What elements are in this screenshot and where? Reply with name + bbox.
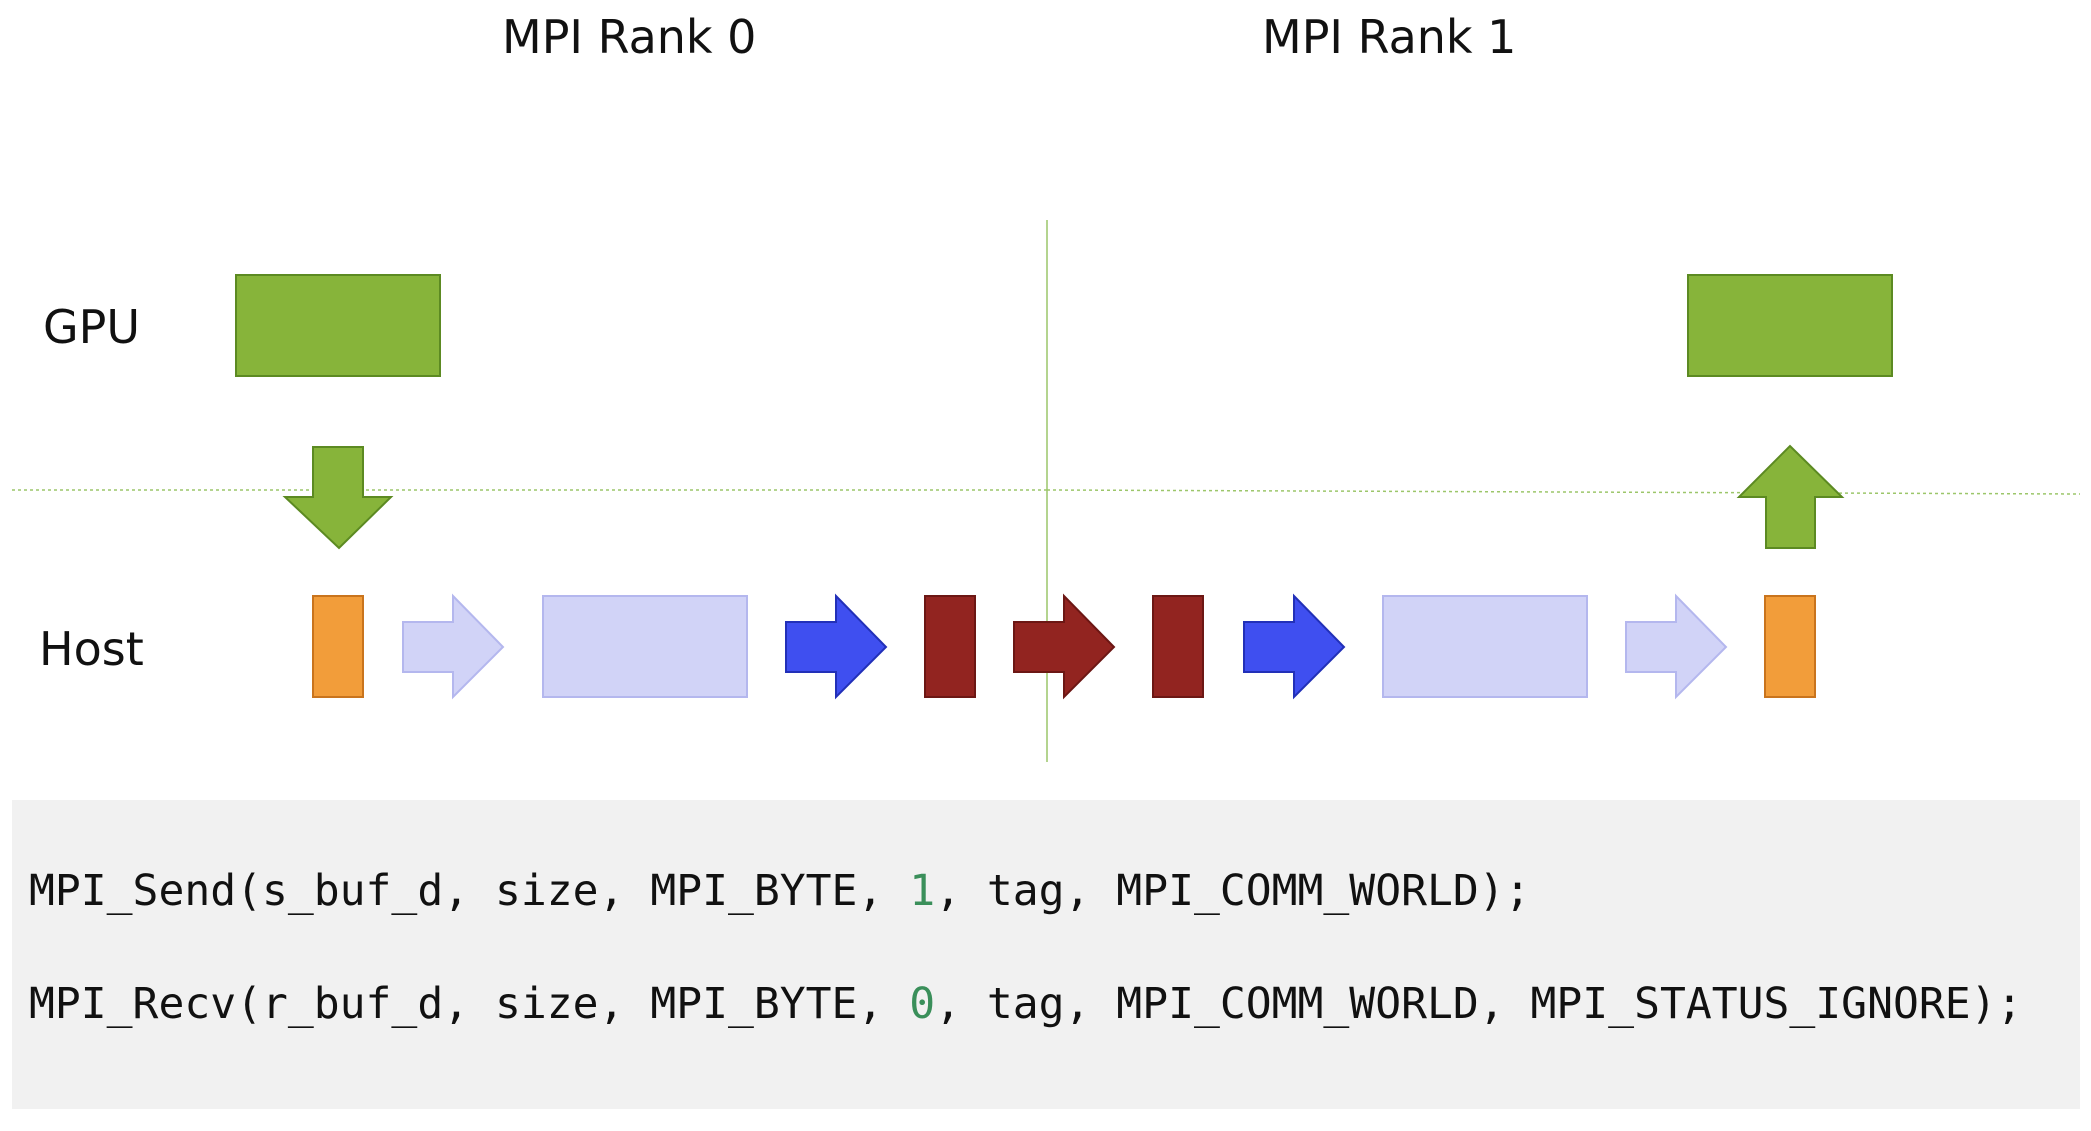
blue-arrow-rank1 xyxy=(1243,593,1346,700)
host-staging-buffer-rank1 xyxy=(1764,595,1816,698)
code-panel: MPI_Send(s_buf_d, size, MPI_BYTE, 1, tag… xyxy=(12,800,2080,1109)
recv-code-prefix: MPI_Recv(r_buf_d, size, MPI_BYTE, xyxy=(29,979,910,1029)
send-dest-rank: 1 xyxy=(909,866,936,916)
gpu-host-transfer-diagram xyxy=(12,220,2081,762)
mpi-recv-code-line: MPI_Recv(r_buf_d, size, MPI_BYTE, 0, tag… xyxy=(29,979,2022,1029)
gpu-row-label: GPU xyxy=(43,300,141,354)
copy-arrow-rank1 xyxy=(1625,593,1728,700)
pinned-buffer-rank0 xyxy=(542,595,748,698)
down-arrow-gpu-to-host xyxy=(282,446,394,550)
send-code-prefix: MPI_Send(s_buf_d, size, MPI_BYTE, xyxy=(29,866,910,916)
blue-arrow-rank0 xyxy=(785,593,888,700)
copy-arrow-rank0 xyxy=(402,593,505,700)
gpu-buffer-rank1 xyxy=(1687,274,1893,377)
rank-1-title: MPI Rank 1 xyxy=(1262,10,1517,64)
send-code-suffix: , tag, MPI_COMM_WORLD); xyxy=(935,866,1531,916)
network-buffer-rank0 xyxy=(924,595,976,698)
recv-code-suffix: , tag, MPI_COMM_WORLD, MPI_STATUS_IGNORE… xyxy=(935,979,2023,1029)
up-arrow-host-to-gpu xyxy=(1736,444,1845,549)
pinned-buffer-rank1 xyxy=(1382,595,1588,698)
rank-0-title: MPI Rank 0 xyxy=(502,10,757,64)
mpi-send-code-line: MPI_Send(s_buf_d, size, MPI_BYTE, 1, tag… xyxy=(29,866,1531,916)
host-staging-buffer-rank0 xyxy=(312,595,364,698)
host-row-label: Host xyxy=(39,622,144,676)
gpu-host-divider-right xyxy=(1046,489,2081,495)
recv-source-rank: 0 xyxy=(909,979,936,1029)
network-transfer-arrow xyxy=(1013,593,1116,700)
gpu-buffer-rank0 xyxy=(235,274,441,377)
network-buffer-rank1 xyxy=(1152,595,1204,698)
